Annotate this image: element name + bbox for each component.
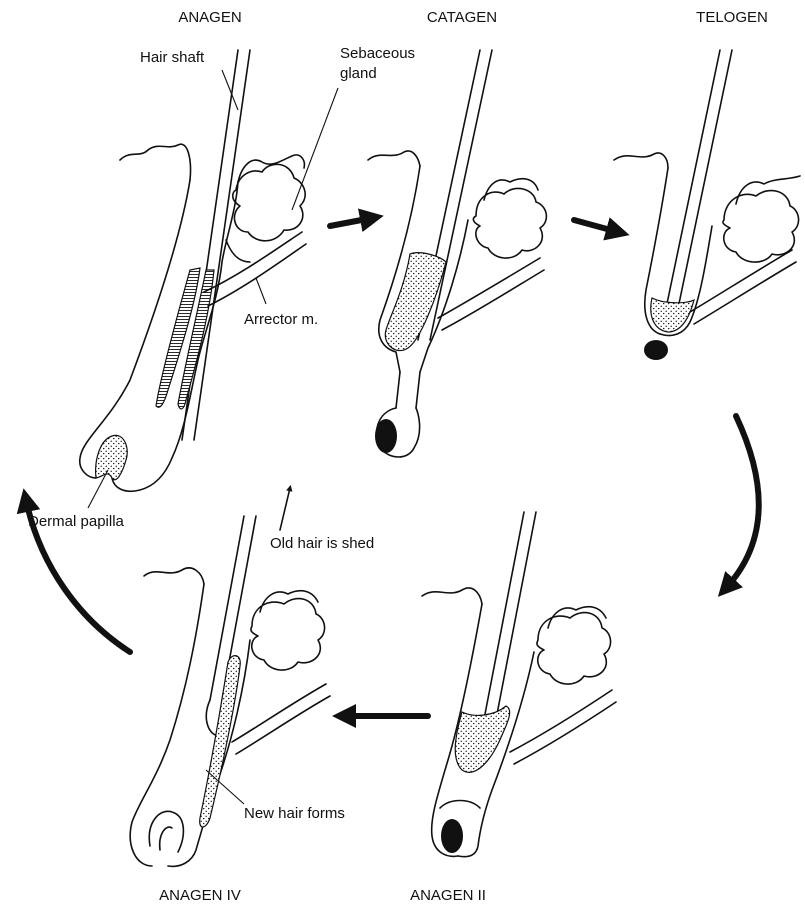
stage-label-anagen: ANAGEN: [178, 9, 241, 26]
stage-label-anagen-ii: ANAGEN II: [410, 887, 486, 904]
telogen-follicle: [614, 50, 800, 360]
label-new-hair-forms: New hair forms: [244, 805, 345, 822]
anagen-ii-follicle: [422, 512, 616, 857]
arrow-anagen-to-catagen: [330, 218, 372, 226]
arrow-catagen-to-telogen: [574, 220, 618, 232]
label-hair-shaft: Hair shaft: [140, 49, 205, 66]
stage-label-anagen-iv: ANAGEN IV: [159, 887, 241, 904]
label-arrector-muscle: Arrector m.: [244, 311, 318, 328]
anagen-follicle: [80, 50, 338, 508]
stage-label-catagen: CATAGEN: [427, 9, 497, 26]
arrow-telogen-to-anagen-ii: [726, 416, 759, 588]
arrow-old-hair-shed: [280, 488, 290, 530]
label-dermal-papilla: Dermal papilla: [28, 513, 125, 530]
label-sebaceous-gland-line2: gland: [340, 65, 377, 82]
catagen-follicle: [368, 50, 546, 457]
stage-label-telogen: TELOGEN: [696, 9, 768, 26]
label-sebaceous-gland-line1: Sebaceous: [340, 45, 415, 62]
label-old-hair-shed: Old hair is shed: [270, 535, 374, 552]
